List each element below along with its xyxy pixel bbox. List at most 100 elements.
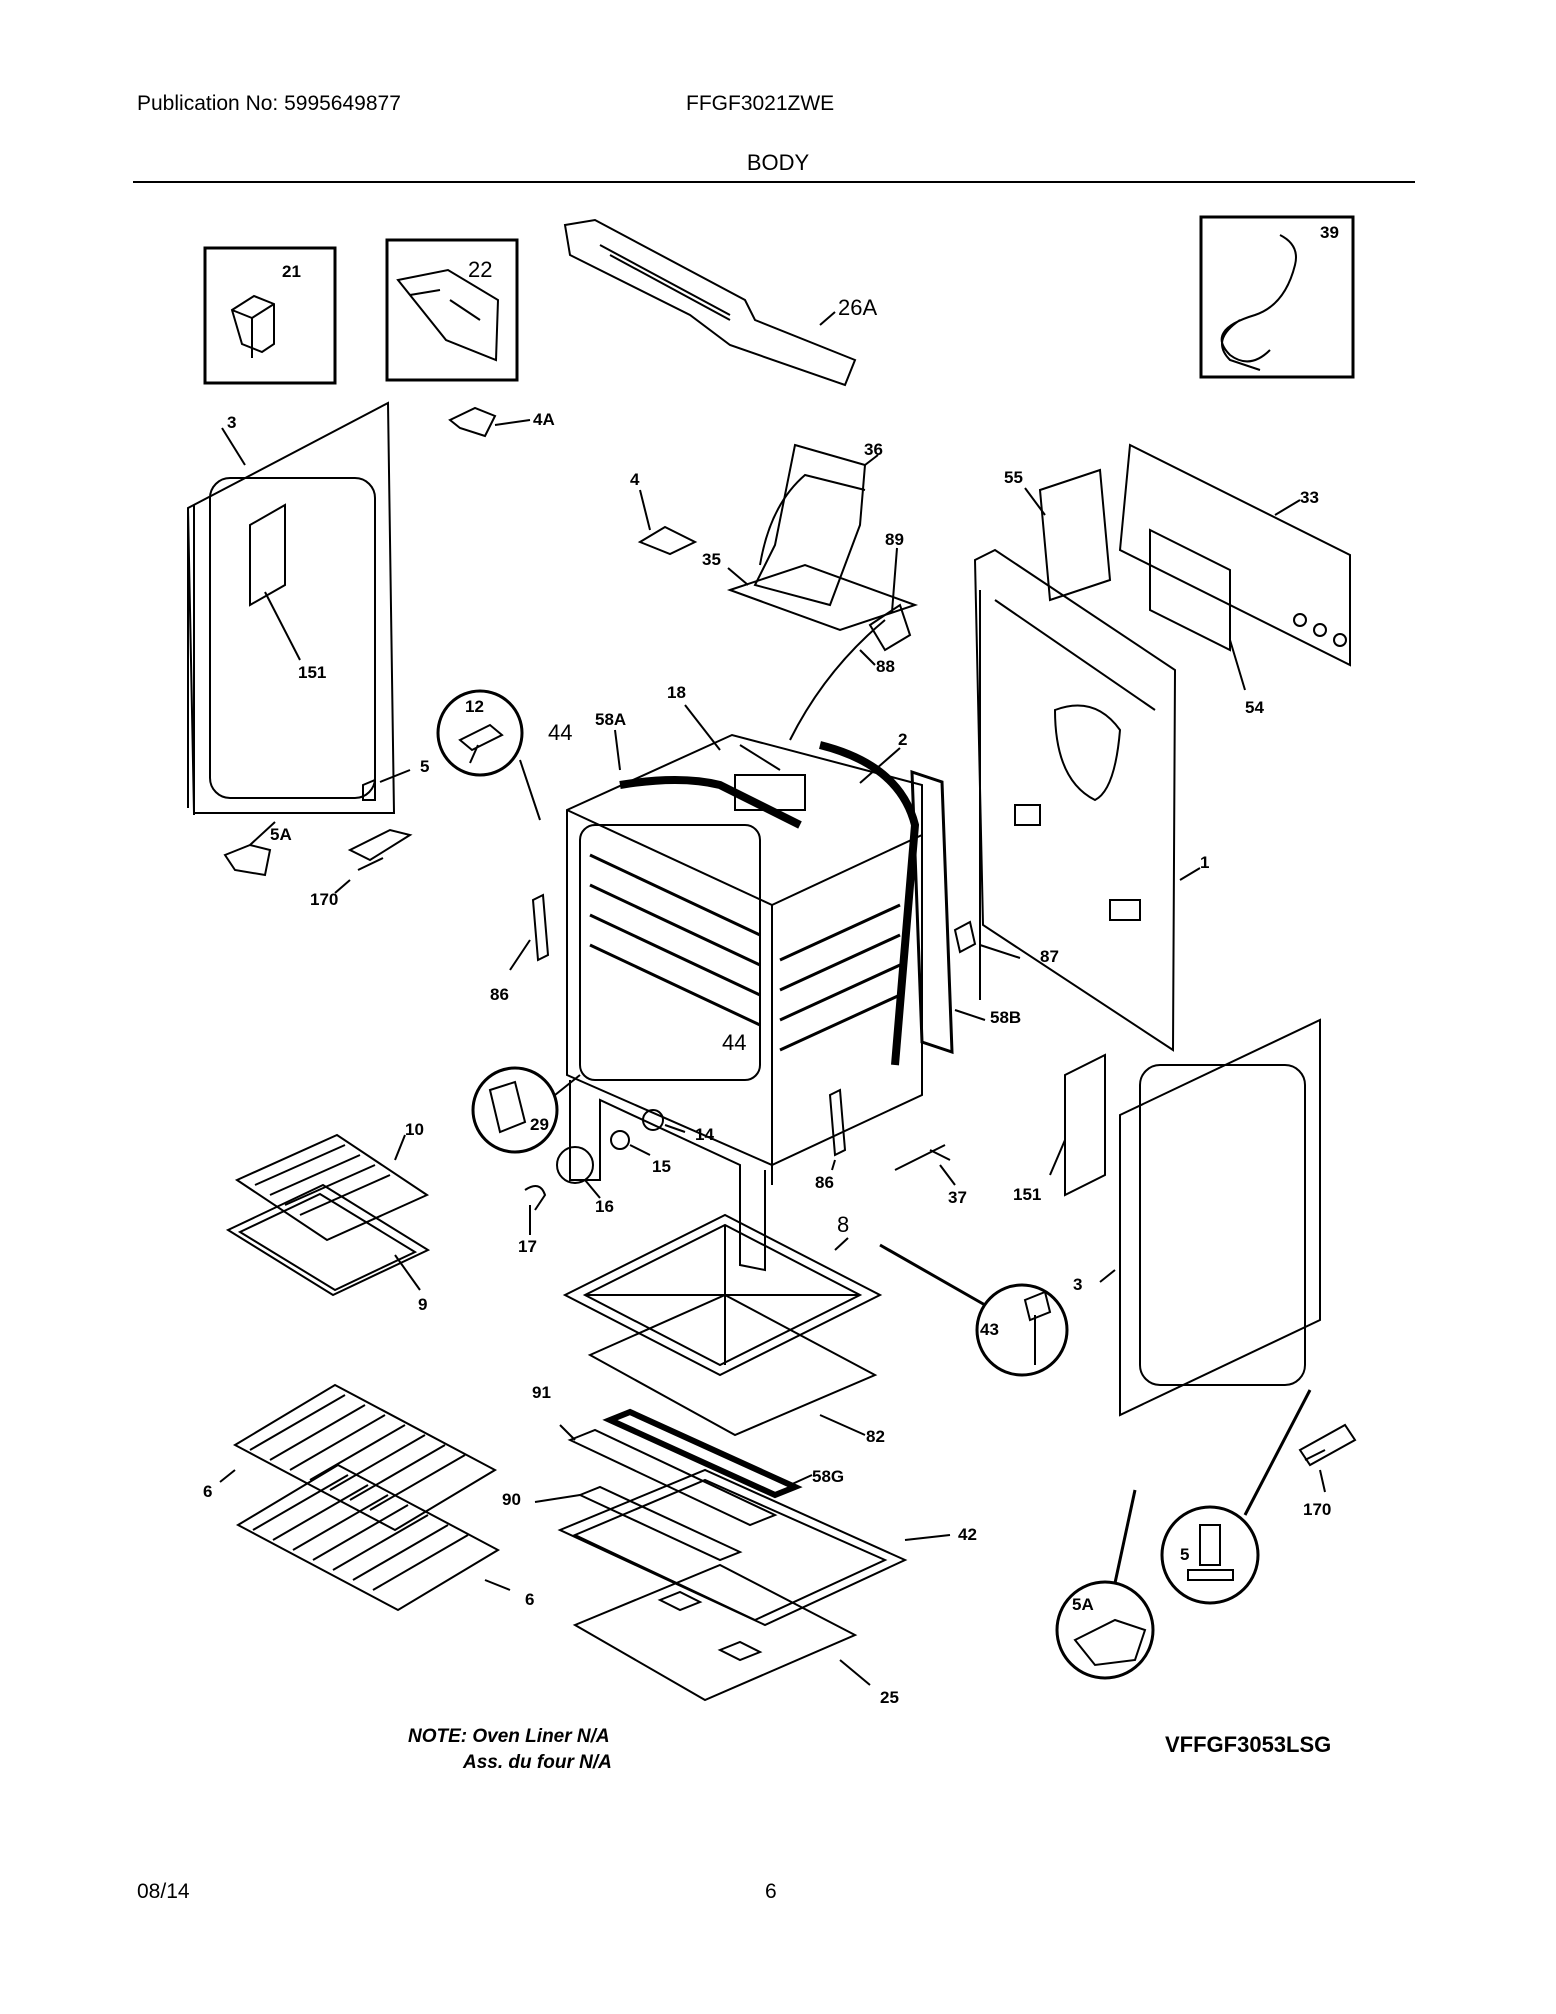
callout-15: 15 bbox=[652, 1157, 671, 1176]
inset-part-5-right: 5 bbox=[1160, 1389, 1312, 1605]
callout-8: 8 bbox=[837, 1212, 849, 1237]
callout-5-left: 5 bbox=[420, 757, 429, 776]
part-17-clip: 17 bbox=[518, 1185, 547, 1256]
inset-part-29: 29 bbox=[471, 1066, 581, 1154]
callout-88: 88 bbox=[876, 657, 895, 676]
inset-part-39: 39 bbox=[1199, 215, 1355, 379]
part-170-right: 170 bbox=[1298, 1423, 1357, 1519]
part-170-left: 170 bbox=[310, 828, 413, 909]
callout-5-right: 5 bbox=[1180, 1545, 1189, 1564]
note-ass-du-four: Ass. du four N/A bbox=[462, 1752, 612, 1773]
callout-54: 54 bbox=[1245, 698, 1264, 717]
callout-5a-right: 5A bbox=[1072, 1595, 1094, 1614]
part-6-rack-bottom: 6 bbox=[235, 1463, 534, 1612]
callout-39: 39 bbox=[1320, 223, 1339, 242]
part-58b-insulation: 58B bbox=[910, 769, 1021, 1055]
callout-16: 16 bbox=[595, 1197, 614, 1216]
callout-33: 33 bbox=[1300, 488, 1319, 507]
callout-151-left: 151 bbox=[298, 663, 326, 682]
part-4a: 4A bbox=[448, 406, 555, 438]
callout-3-right: 3 bbox=[1073, 1275, 1082, 1294]
part-8-oven-bottom: 8 bbox=[562, 1212, 883, 1377]
part-55: 55 bbox=[1004, 468, 1112, 602]
inset-part-12: 12 bbox=[436, 689, 541, 821]
callout-4: 4 bbox=[630, 470, 640, 489]
callout-170-left: 170 bbox=[310, 890, 338, 909]
part-4-bracket: 4 bbox=[630, 470, 698, 556]
part-151-right: 151 bbox=[1013, 1053, 1106, 1204]
publication-number: Publication No: 5995649877 bbox=[137, 92, 401, 115]
part-54-plate: 54 bbox=[1149, 528, 1264, 717]
callout-22: 22 bbox=[468, 257, 492, 282]
callout-89: 89 bbox=[885, 530, 904, 549]
part-90: 90 bbox=[502, 1485, 743, 1562]
part-1-back-panel: 1 bbox=[973, 548, 1209, 1052]
part-89-88: 89 88 bbox=[789, 530, 912, 741]
callout-36: 36 bbox=[864, 440, 883, 459]
inset-part-22: 22 bbox=[385, 238, 519, 382]
part-37-wire: 37 bbox=[894, 1144, 967, 1207]
callout-58g: 58G bbox=[812, 1467, 844, 1486]
page-number: 6 bbox=[765, 1880, 777, 1903]
part-9-broiler-pan: 9 bbox=[225, 1183, 431, 1314]
callout-5a-left: 5A bbox=[270, 825, 292, 844]
part-82: 82 bbox=[587, 1293, 885, 1446]
callout-18: 18 bbox=[667, 683, 686, 702]
callout-90: 90 bbox=[502, 1490, 521, 1509]
callout-2: 2 bbox=[898, 730, 907, 749]
callout-58b: 58B bbox=[990, 1008, 1021, 1027]
part-33-rear-panel: 33 bbox=[1118, 443, 1351, 667]
inset-part-21: 21 bbox=[203, 246, 337, 385]
callout-58a: 58A bbox=[595, 710, 626, 729]
part-42-drawer: 42 bbox=[557, 1468, 977, 1627]
part-15-bulb: 15 bbox=[610, 1130, 671, 1176]
callout-44-top: 44 bbox=[548, 720, 572, 745]
callout-25: 25 bbox=[880, 1688, 899, 1707]
part-25-bottom-panel: 25 bbox=[572, 1563, 899, 1707]
callout-82: 82 bbox=[866, 1427, 885, 1446]
callout-6-top: 6 bbox=[203, 1482, 212, 1501]
callout-4a: 4A bbox=[533, 410, 555, 429]
part-5a-leg-left: 5A bbox=[223, 821, 292, 877]
callout-86-right: 86 bbox=[815, 1173, 834, 1192]
part-14-socket: 14 bbox=[642, 1109, 714, 1144]
callout-87: 87 bbox=[1040, 947, 1059, 966]
inset-part-43: 43 bbox=[879, 1243, 1069, 1377]
model-number: FFGF3021ZWE bbox=[686, 92, 835, 115]
section-title: BODY bbox=[746, 150, 810, 175]
footer-date: 08/14 bbox=[137, 1880, 190, 1903]
part-35-plate: 35 bbox=[702, 550, 919, 632]
part-86-left: 86 bbox=[490, 893, 550, 1004]
callout-26a: 26A bbox=[838, 295, 877, 320]
inset-part-5a-right: 5A bbox=[1055, 1489, 1155, 1680]
note-oven-liner: NOTE: Oven Liner N/A bbox=[408, 1726, 610, 1747]
part-3-left-side-panel: 3 151 bbox=[186, 401, 396, 815]
callout-14: 14 bbox=[695, 1125, 714, 1144]
part-6-rack-top: 6 bbox=[203, 1383, 498, 1532]
part-86-right: 86 bbox=[815, 1088, 847, 1192]
callout-10: 10 bbox=[405, 1120, 424, 1139]
callout-42: 42 bbox=[958, 1525, 977, 1544]
part-16-lens: 16 bbox=[556, 1146, 614, 1216]
part-5-leveler-left: 5 bbox=[362, 757, 429, 801]
oven-cavity: 2 18 58A 44 44 bbox=[548, 683, 923, 1272]
header-rule bbox=[133, 181, 1415, 183]
callout-44-mid: 44 bbox=[722, 1030, 746, 1055]
callout-91: 91 bbox=[532, 1383, 551, 1402]
callout-170-right: 170 bbox=[1303, 1500, 1331, 1519]
callout-86-left: 86 bbox=[490, 985, 509, 1004]
part-36-burner-box: 36 bbox=[753, 440, 883, 607]
callout-55: 55 bbox=[1004, 468, 1023, 487]
part-10-broiler-grid: 10 bbox=[234, 1120, 430, 1242]
callout-37: 37 bbox=[948, 1188, 967, 1207]
callout-151-right: 151 bbox=[1013, 1185, 1041, 1204]
part-26a-bracket: 26A bbox=[563, 218, 877, 387]
callout-6-bottom: 6 bbox=[525, 1590, 534, 1609]
callout-3-left: 3 bbox=[227, 413, 236, 432]
callout-35: 35 bbox=[702, 550, 721, 569]
part-58g-insulation: 58G bbox=[602, 1408, 844, 1499]
variant-model: VFFGF3053LSG bbox=[1165, 1732, 1331, 1757]
callout-1: 1 bbox=[1200, 853, 1209, 872]
callout-9: 9 bbox=[418, 1295, 427, 1314]
